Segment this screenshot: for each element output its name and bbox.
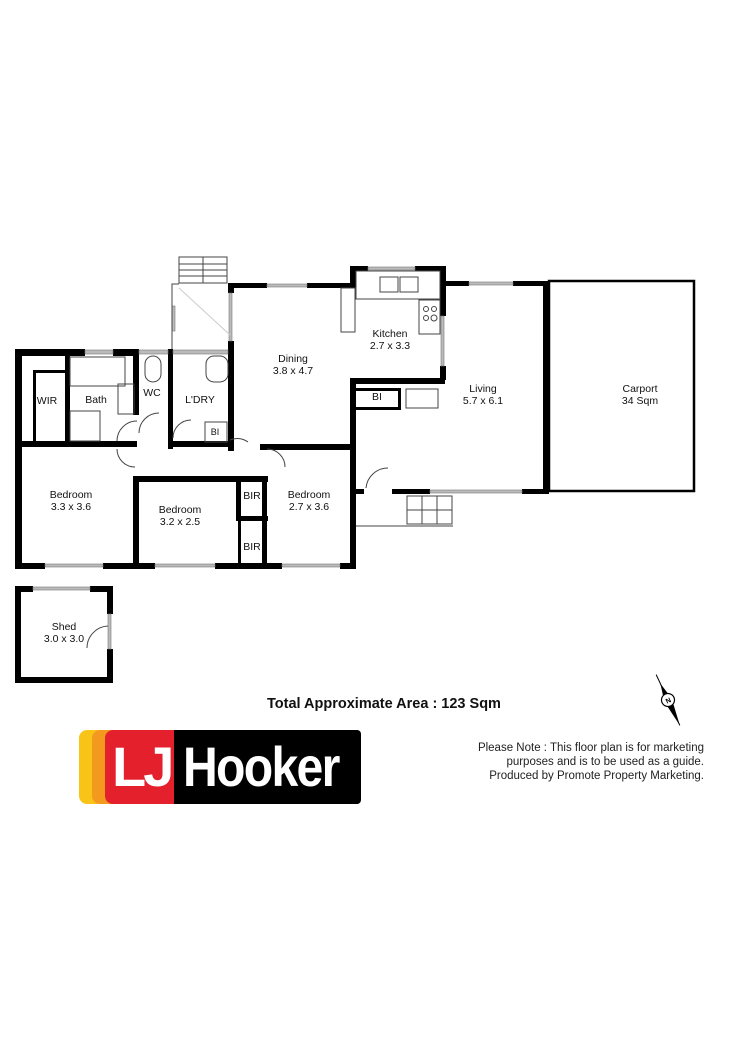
logo-text-hooker: Hooker xyxy=(183,735,340,798)
disclaimer-line: purposes and is to be used as a guide. xyxy=(506,756,704,768)
room-label-laundry: L'DRY xyxy=(185,394,215,406)
logo-stripe-red xyxy=(105,730,175,804)
room-label-wc: WC xyxy=(143,387,161,399)
logo-black-panel xyxy=(174,730,361,804)
room-label-bi: BI xyxy=(372,391,382,403)
logo-text-lj: LJ xyxy=(112,735,174,798)
room-label-wir: WIR xyxy=(36,395,58,407)
disclaimer: Please Note : This floor plan is for mar… xyxy=(478,741,704,783)
fixtures xyxy=(69,256,453,649)
lj-hooker-logo: LJ Hooker xyxy=(79,730,361,804)
room-label-bir-2: BIR xyxy=(243,541,261,553)
room-label-bath: Bath xyxy=(85,394,107,406)
compass-icon: N xyxy=(655,674,681,726)
windows xyxy=(32,266,523,650)
svg-text:N: N xyxy=(665,697,673,705)
room-label-bir-1: BIR xyxy=(243,490,261,502)
room-label-laundry-bi: BI xyxy=(210,427,220,437)
walls xyxy=(15,266,549,683)
total-area: Total Approximate Area : 123 Sqm xyxy=(267,696,501,712)
disclaimer-line: Please Note : This floor plan is for mar… xyxy=(477,742,704,754)
disclaimer-line: Produced by Promote Property Marketing. xyxy=(489,770,704,782)
